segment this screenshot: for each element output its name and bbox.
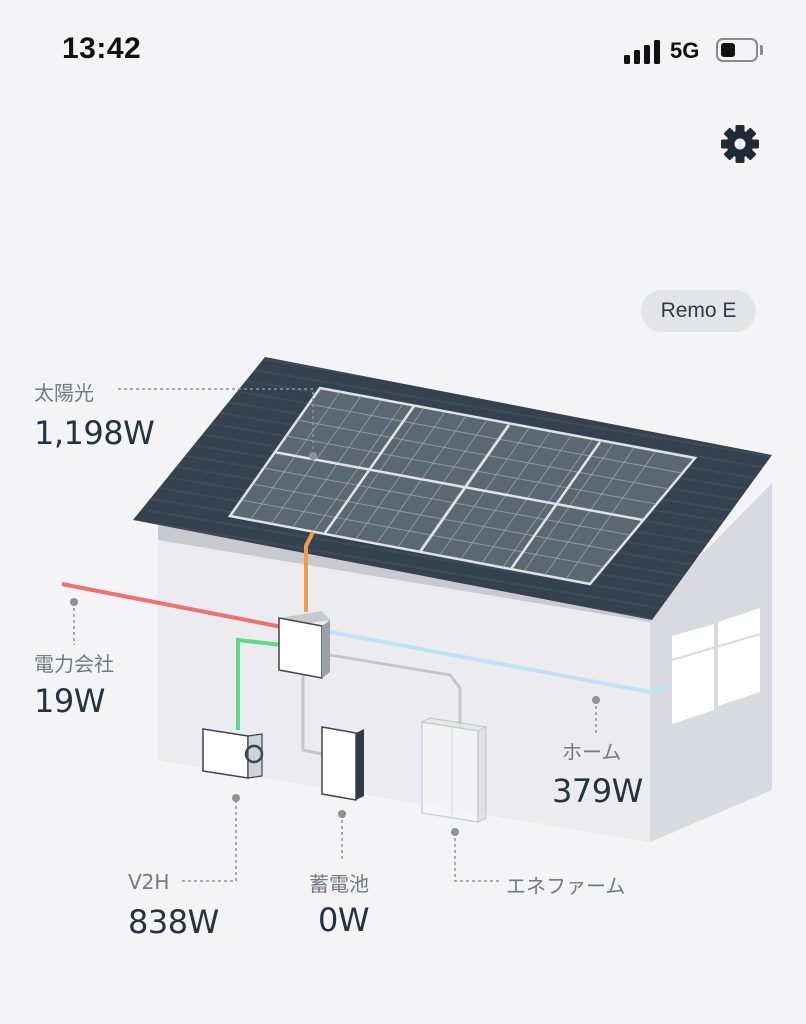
status-bar: 13:42 5G — [0, 0, 806, 100]
status-time: 13:42 — [62, 32, 142, 65]
v2h-value: 838W — [128, 903, 219, 941]
grid-line — [61, 582, 283, 629]
home-marker-dot — [592, 696, 600, 704]
side-window-left — [672, 624, 714, 724]
network-type: 5G — [670, 38, 700, 63]
battery-icon — [716, 38, 758, 62]
gear-icon — [721, 125, 759, 163]
battery-marker-dot — [338, 810, 346, 818]
roof-eave — [158, 525, 650, 622]
grid-value: 19W — [34, 682, 105, 720]
battery-value: 0W — [318, 901, 370, 939]
home-value: 379W — [552, 772, 643, 810]
enefarm-label: エネファーム — [506, 874, 626, 898]
house-front-wall — [158, 525, 650, 842]
grid-marker-dot — [70, 598, 78, 606]
cellular-signal-icon — [624, 38, 662, 64]
storage-battery-unit — [321, 726, 364, 801]
v2h-line — [236, 637, 283, 730]
solar-label: 太陽光 — [34, 381, 94, 405]
enefarm-leader-line — [454, 832, 500, 882]
v2h-marker-dot — [232, 794, 240, 802]
solar-line — [304, 531, 315, 612]
power-conditioner-box — [278, 611, 330, 679]
grid-label: 電力会社 — [34, 652, 114, 676]
battery-cap — [760, 45, 763, 55]
solar-value: 1,198W — [34, 414, 155, 452]
settings-button[interactable] — [718, 122, 762, 166]
v2h-unit — [202, 728, 264, 779]
enefarm-marker-dot — [451, 828, 459, 836]
battery-label: 蓄電池 — [309, 872, 369, 896]
v2h-leader-line — [182, 798, 237, 882]
enefarm-unit — [420, 717, 488, 823]
solar-marker-dot — [309, 452, 317, 460]
solar-panel — [227, 386, 698, 586]
device-selector-chip[interactable]: Remo E — [641, 290, 756, 332]
side-window-right — [718, 608, 760, 706]
solar-leader-line — [118, 388, 314, 454]
home-label: ホーム — [562, 740, 622, 764]
battery-line — [301, 665, 323, 756]
v2h-label: V2H — [128, 870, 170, 894]
enefarm-line — [329, 653, 462, 728]
home-line — [329, 630, 671, 695]
